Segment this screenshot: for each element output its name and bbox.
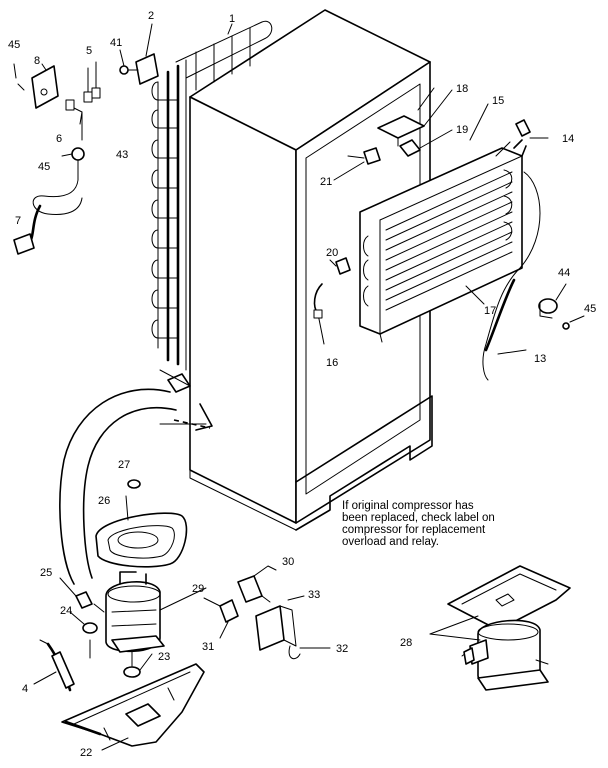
overload-33 <box>255 595 331 660</box>
part-14 <box>515 119 549 139</box>
callout-5: 5 <box>86 45 92 57</box>
callout-28: 28 <box>400 637 412 649</box>
callout-41: 41 <box>110 37 122 49</box>
callout-29: 29 <box>192 583 204 595</box>
tube-16 <box>313 283 325 345</box>
callout-22: 22 <box>80 747 92 759</box>
replacement-compressor-28 <box>429 565 571 691</box>
note-line: If original compressor has <box>342 500 474 512</box>
callout-15: 15 <box>492 95 504 107</box>
callout-24: 24 <box>60 605 72 617</box>
replacement-note: If original compressor has been replaced… <box>342 500 542 548</box>
part-25 <box>59 577 93 609</box>
note-line: been replaced, check label on <box>342 512 495 524</box>
tubing-13 <box>482 171 541 381</box>
callout-33: 33 <box>308 589 320 601</box>
callout-23: 23 <box>158 651 170 663</box>
clips-5-6 <box>65 61 101 141</box>
relay-30 <box>203 565 277 639</box>
grommet-23 <box>123 649 153 678</box>
callout-45-top: 45 <box>8 39 20 51</box>
callout-2: 2 <box>148 10 154 22</box>
bracket-2 <box>119 23 159 85</box>
callout-45-left: 45 <box>38 161 50 173</box>
bracket-8 <box>13 63 59 109</box>
screw-21 <box>333 147 381 181</box>
compressor-29 <box>93 571 207 653</box>
brackets-18-19 <box>377 89 453 157</box>
callout-21: 21 <box>320 176 332 188</box>
callout-19: 19 <box>456 124 468 136</box>
callout-45-right: 45 <box>584 303 596 315</box>
evaporator-15 <box>359 139 527 343</box>
callout-7: 7 <box>15 215 21 227</box>
callout-6: 6 <box>56 133 62 145</box>
callout-16: 16 <box>326 357 338 369</box>
callout-labels: 1 2 4 5 6 7 8 13 14 15 16 17 18 19 20 21… <box>8 10 596 759</box>
callout-31: 31 <box>202 641 214 653</box>
callout-20: 20 <box>326 247 338 259</box>
callout-4: 4 <box>22 683 28 695</box>
callout-14: 14 <box>562 133 574 145</box>
clip-20 <box>329 257 351 275</box>
note-line: overload and relay. <box>342 536 439 548</box>
grommet-27 <box>127 479 141 489</box>
drain-hose <box>59 388 213 585</box>
callout-25: 25 <box>40 567 52 579</box>
power-cord-7 <box>13 147 85 255</box>
callout-44: 44 <box>558 267 570 279</box>
note-line: compressor for replacement <box>342 524 486 536</box>
part-44 <box>538 283 585 330</box>
callout-17: 17 <box>484 305 496 317</box>
grommet-24 <box>69 611 98 659</box>
drain-pan-26 <box>95 495 188 568</box>
condenser-coil <box>151 20 273 393</box>
callout-18: 18 <box>456 83 468 95</box>
callout-27: 27 <box>118 459 130 471</box>
drier-4 <box>33 639 75 692</box>
callout-43: 43 <box>116 149 128 161</box>
base-pan-22 <box>61 663 205 751</box>
callout-30: 30 <box>282 556 294 568</box>
callout-26: 26 <box>98 495 110 507</box>
callout-8: 8 <box>34 55 40 67</box>
leader-lines <box>227 23 511 157</box>
callout-32: 32 <box>336 643 348 655</box>
callout-1: 1 <box>229 13 235 25</box>
callout-13: 13 <box>534 353 546 365</box>
leader-17 <box>465 285 485 305</box>
